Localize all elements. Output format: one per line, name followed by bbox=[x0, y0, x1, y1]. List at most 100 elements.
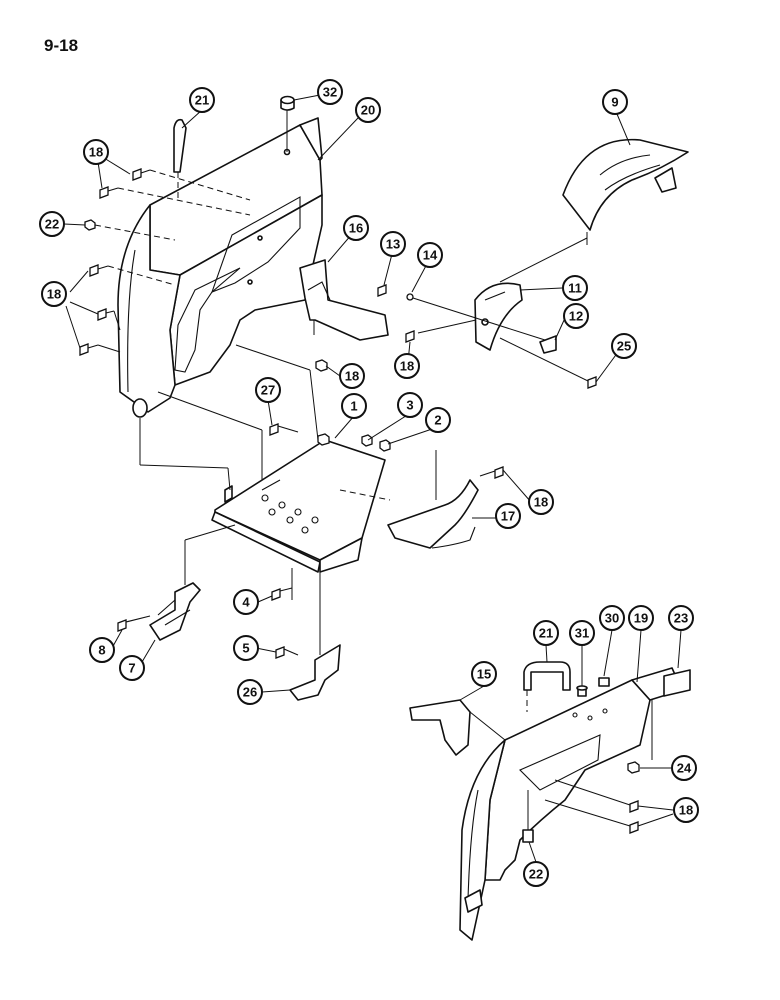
callout-circle bbox=[341, 393, 367, 419]
callout-label: 5 bbox=[242, 641, 249, 656]
callout-label: 11 bbox=[568, 281, 582, 296]
callout-c1: 1 bbox=[341, 393, 367, 419]
callout-circle bbox=[317, 79, 343, 105]
callout-label: 18 bbox=[89, 145, 103, 160]
callout-label: 15 bbox=[477, 667, 491, 682]
callout-c18a: 18 bbox=[83, 139, 109, 165]
callout-c18b: 18 bbox=[41, 281, 67, 307]
callout-c3: 3 bbox=[397, 392, 423, 418]
page-number: 9-18 bbox=[44, 36, 79, 55]
callout-label: 21 bbox=[195, 93, 209, 108]
callout-label: 30 bbox=[605, 611, 619, 626]
callout-c21a: 21 bbox=[189, 87, 215, 113]
left-fender bbox=[117, 117, 323, 418]
callout-c25: 25 bbox=[611, 333, 637, 359]
callout-circle bbox=[523, 861, 549, 887]
cap-32 bbox=[280, 95, 295, 152]
callout-label: 1 bbox=[350, 399, 357, 414]
bolts-18-left bbox=[79, 168, 151, 356]
callout-c30: 30 bbox=[599, 605, 625, 631]
callout-circle bbox=[41, 281, 67, 307]
callout-label: 3 bbox=[406, 398, 413, 413]
callout-circle bbox=[495, 503, 521, 529]
handle-21-top bbox=[173, 118, 187, 200]
callout-c18e: 18 bbox=[528, 489, 554, 515]
callout-circle bbox=[83, 139, 109, 165]
callout-circle bbox=[562, 275, 588, 301]
bracket-15 bbox=[409, 699, 506, 756]
callout-c11: 11 bbox=[562, 275, 588, 301]
callout-label: 4 bbox=[242, 595, 250, 610]
callout-label: 22 bbox=[529, 867, 543, 882]
bracket-7 bbox=[117, 524, 236, 641]
callout-circle bbox=[355, 97, 381, 123]
bracket-26 bbox=[289, 644, 341, 701]
callout-circle bbox=[397, 392, 423, 418]
callout-circle bbox=[394, 353, 420, 379]
callout-c2: 2 bbox=[425, 407, 451, 433]
callout-label: 12 bbox=[569, 309, 583, 324]
right-fender-9 bbox=[499, 138, 689, 283]
callout-circle bbox=[425, 407, 451, 433]
callout-label: 32 bbox=[323, 85, 337, 100]
callout-circle bbox=[233, 589, 259, 615]
callout-label: 27 bbox=[261, 383, 275, 398]
callout-c7: 7 bbox=[119, 655, 145, 681]
callout-label: 21 bbox=[539, 626, 553, 641]
callout-label: 19 bbox=[634, 611, 648, 626]
callout-circle bbox=[602, 89, 628, 115]
callout-c9: 9 bbox=[602, 89, 628, 115]
callout-label: 16 bbox=[349, 221, 363, 236]
callout-c18c: 18 bbox=[394, 353, 420, 379]
callout-circle bbox=[668, 605, 694, 631]
callout-circle bbox=[39, 211, 65, 237]
callout-label: 14 bbox=[423, 248, 438, 263]
callout-c21b: 21 bbox=[533, 620, 559, 646]
callout-c18f: 18 bbox=[673, 797, 699, 823]
shield-17 bbox=[387, 450, 504, 549]
callout-c18d: 18 bbox=[339, 363, 365, 389]
callout-circle bbox=[237, 679, 263, 705]
callout-c32: 32 bbox=[317, 79, 343, 105]
callout-circle bbox=[380, 231, 406, 257]
callout-circle bbox=[563, 303, 589, 329]
callout-label: 13 bbox=[386, 237, 400, 252]
callout-c15: 15 bbox=[471, 661, 497, 687]
callout-label: 18 bbox=[534, 495, 548, 510]
callout-c31: 31 bbox=[569, 620, 595, 646]
handle-21-bottom bbox=[523, 661, 571, 712]
callout-circle bbox=[673, 797, 699, 823]
callout-label: 23 bbox=[674, 611, 688, 626]
callout-circle bbox=[189, 87, 215, 113]
callout-label: 2 bbox=[434, 413, 441, 428]
callout-circle bbox=[119, 655, 145, 681]
callout-label: 18 bbox=[679, 803, 693, 818]
callout-c17: 17 bbox=[495, 503, 521, 529]
callout-circle bbox=[671, 755, 697, 781]
callout-c23: 23 bbox=[668, 605, 694, 631]
callout-circle bbox=[233, 635, 259, 661]
callout-label: 8 bbox=[98, 643, 105, 658]
callout-c12: 12 bbox=[563, 303, 589, 329]
callout-c13: 13 bbox=[380, 231, 406, 257]
callout-label: 20 bbox=[361, 103, 375, 118]
callout-label: 22 bbox=[45, 217, 59, 232]
callout-c27: 27 bbox=[255, 377, 281, 403]
callout-label: 17 bbox=[501, 509, 515, 524]
callout-c22b: 22 bbox=[523, 861, 549, 887]
callout-c20: 20 bbox=[355, 97, 381, 123]
callout-label: 9 bbox=[611, 95, 618, 110]
callout-c16: 16 bbox=[343, 215, 369, 241]
callout-circle bbox=[533, 620, 559, 646]
callout-label: 25 bbox=[617, 339, 631, 354]
main-plate-1 bbox=[211, 439, 391, 573]
callout-c19: 19 bbox=[628, 605, 654, 631]
callout-circle bbox=[339, 363, 365, 389]
callout-c8: 8 bbox=[89, 637, 115, 663]
callout-circle bbox=[611, 333, 637, 359]
callout-circle bbox=[528, 489, 554, 515]
callout-circle bbox=[599, 605, 625, 631]
callout-circle bbox=[569, 620, 595, 646]
